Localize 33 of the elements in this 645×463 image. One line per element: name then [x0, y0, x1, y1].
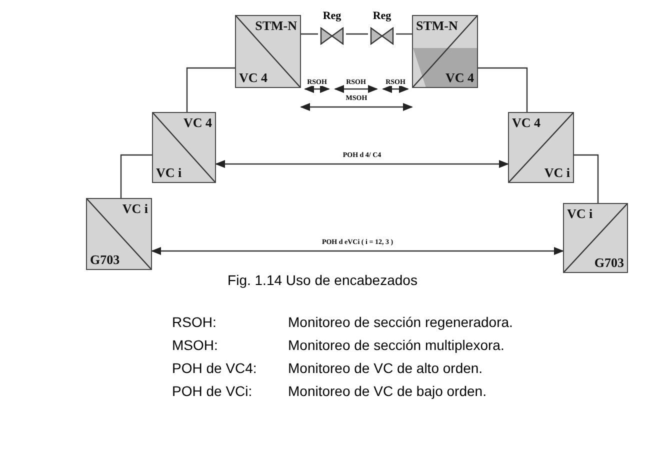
regenerator-label: Reg	[372, 10, 392, 22]
term-definition: Monitoreo de VC de alto orden.	[288, 360, 483, 376]
term-definition: Monitoreo de sección multiplexora.	[288, 337, 504, 353]
box-label: G703	[594, 256, 624, 269]
box-label: VC i	[122, 202, 148, 215]
box-label: VC 4	[183, 116, 212, 129]
connection-line	[186, 67, 235, 112]
box-label: VC i	[156, 166, 182, 179]
box-label: VC 4	[445, 71, 474, 84]
box-label: VC 4	[239, 71, 268, 84]
double-arrow	[215, 160, 509, 168]
figure-caption: Fig. 1.14 Uso de encabezados	[226, 272, 418, 288]
double-arrow	[151, 247, 564, 255]
term-label: MSOH:	[172, 337, 218, 353]
connection-line	[478, 67, 528, 112]
box-label: VC 4	[512, 116, 541, 129]
connection-line	[120, 154, 152, 198]
term-label: POH de VC4:	[172, 360, 257, 376]
term-definition: Monitoreo de sección regeneradora.	[288, 314, 513, 330]
box-label: VC i	[544, 166, 570, 179]
connection-line	[396, 33, 412, 35]
term-definition: Monitoreo de VC de bajo orden.	[288, 383, 486, 399]
box-label: G703	[90, 253, 120, 266]
box-label: VC i	[567, 207, 593, 220]
regenerator-label: Reg	[322, 10, 342, 22]
connection-line	[301, 33, 318, 35]
connection-line	[574, 154, 599, 203]
term-label: RSOH:	[172, 314, 216, 330]
term-label: POH de VCi:	[172, 383, 252, 399]
double-arrow	[300, 103, 413, 111]
box-label: STM-N	[255, 19, 297, 32]
box-label: STM-N	[416, 19, 458, 32]
connection-line	[346, 33, 368, 35]
